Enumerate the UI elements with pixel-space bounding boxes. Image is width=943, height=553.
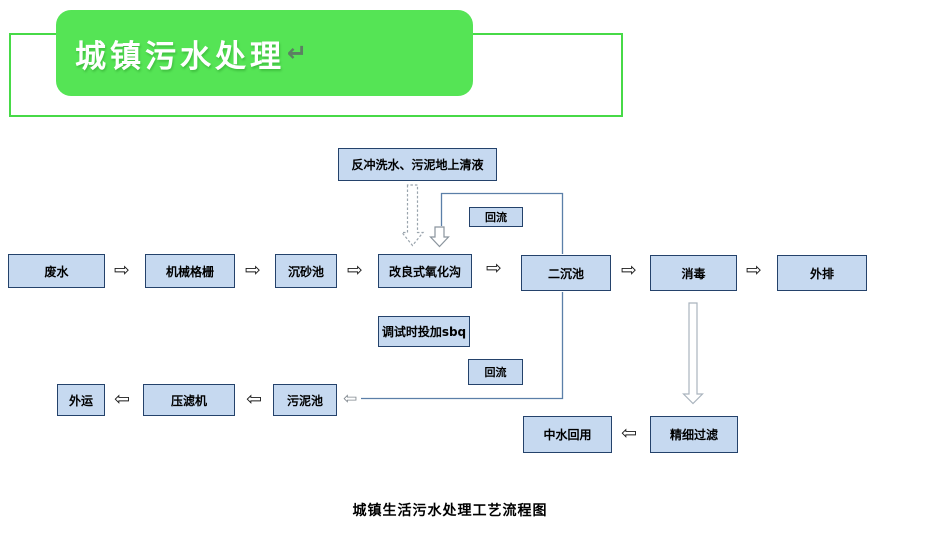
node-outward-transport: 外运 — [57, 384, 105, 416]
reflux-down-arrow-icon — [429, 226, 450, 248]
backwash-down-arrow-icon — [400, 184, 425, 247]
diagram-caption: 城镇生活污水处理工艺流程图 — [352, 503, 548, 519]
arrow-left-icon: ⇦ — [246, 388, 262, 410]
arrow-left-icon: ⇦ — [343, 389, 358, 409]
arrow-right-icon: ⇨ — [621, 259, 637, 281]
node-reflux-bottom: 回流 — [468, 359, 523, 385]
arrow-right-icon: ⇨ — [114, 259, 130, 281]
node-reflux-top: 回流 — [469, 207, 523, 227]
node-discharge: 外排 — [777, 255, 867, 291]
arrow-right-icon: ⇨ — [245, 259, 261, 281]
node-waste-water: 废水 — [8, 254, 105, 288]
node-oxidation-ditch: 改良式氧化沟 — [378, 254, 472, 288]
arrow-left-icon: ⇦ — [114, 388, 130, 410]
return-mark-icon: ↵ — [287, 39, 308, 67]
page-title: 城镇污水处理 — [75, 38, 285, 75]
node-reclaimed-water: 中水回用 — [523, 416, 612, 453]
node-grit-chamber: 沉砂池 — [275, 254, 337, 288]
node-secondary-clarifier: 二沉池 — [521, 255, 611, 291]
node-filter-press: 压滤机 — [143, 384, 235, 416]
node-fine-filtration: 精细过滤 — [650, 416, 738, 453]
node-sludge-tank: 污泥池 — [273, 384, 337, 416]
node-mechanical-screen: 机械格栅 — [145, 254, 235, 288]
arrow-left-icon: ⇦ — [621, 422, 637, 444]
node-disinfection: 消毒 — [650, 255, 737, 291]
node-dosing: 调试时投加sbq — [378, 316, 470, 347]
arrow-right-icon: ⇨ — [746, 259, 762, 281]
arrow-right-icon: ⇨ — [486, 257, 502, 279]
arrow-right-icon: ⇨ — [347, 259, 363, 281]
title-banner: 城镇污水处理 ↵ — [56, 10, 473, 96]
disinfection-down-arrow-icon — [682, 302, 704, 405]
node-backwash-water: 反冲洗水、污泥地上清液 — [338, 148, 497, 181]
